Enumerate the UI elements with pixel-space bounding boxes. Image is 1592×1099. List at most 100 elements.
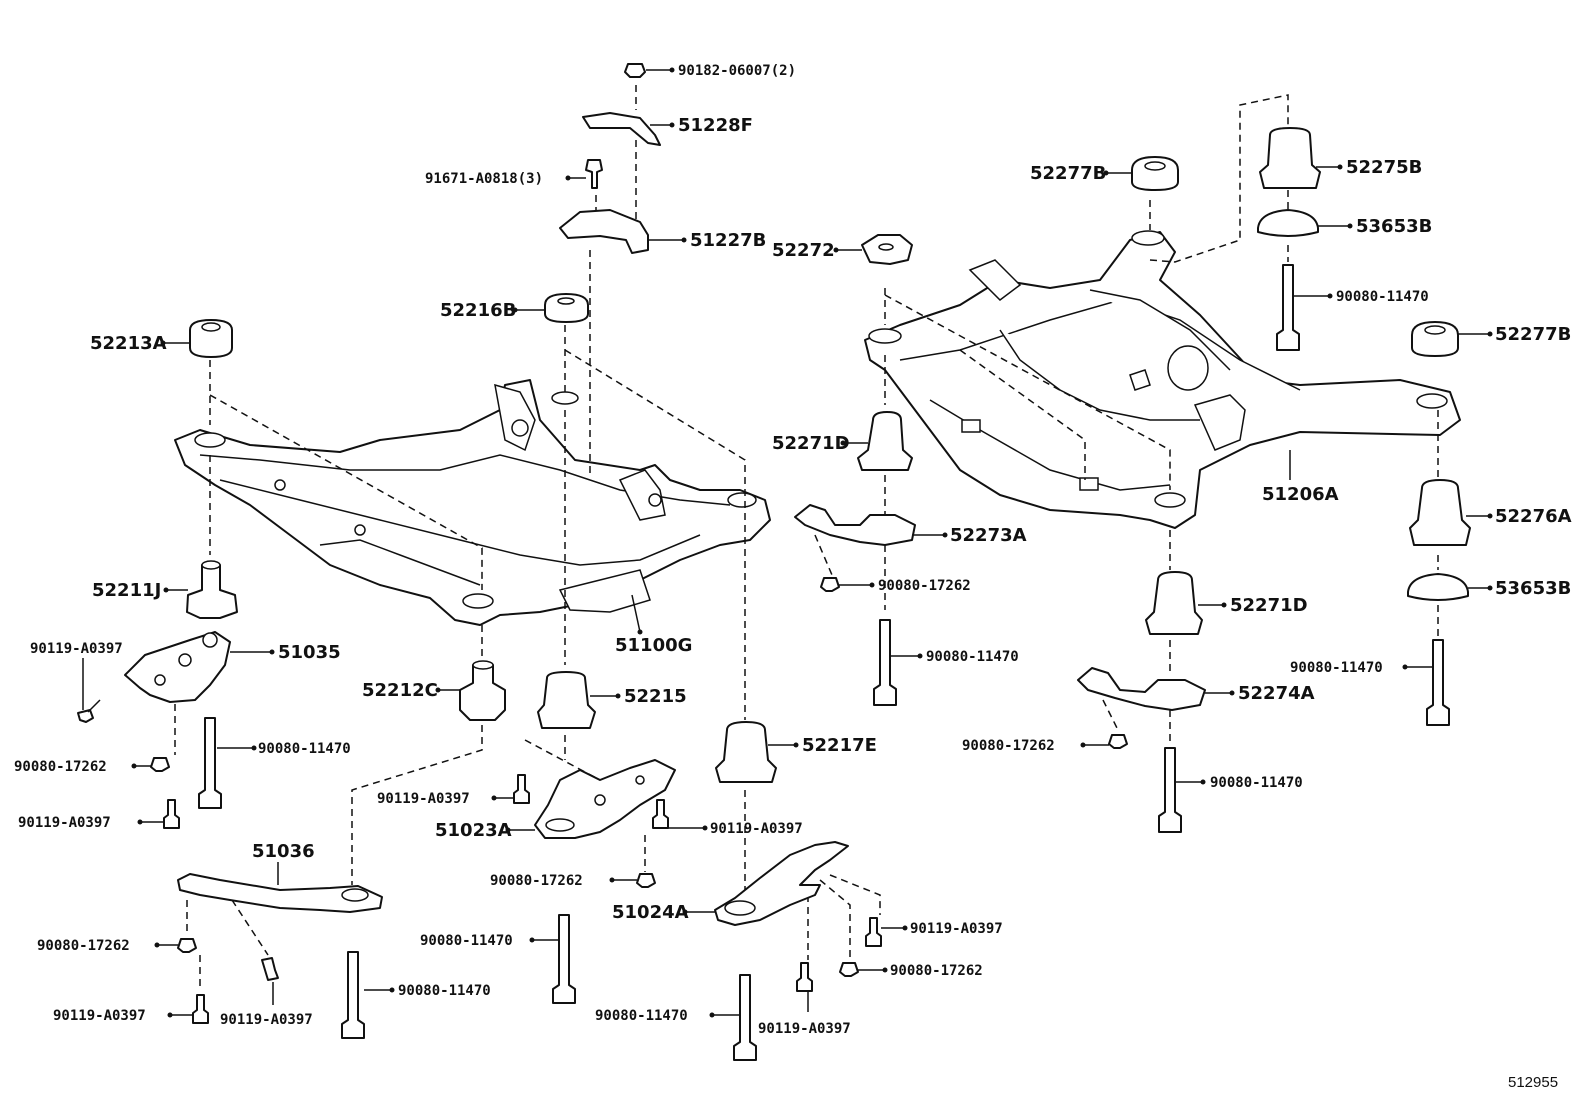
bracket-51227b xyxy=(559,209,649,254)
label-91671-a0818: 91671-A0818(3) xyxy=(425,171,543,187)
label-52272: 52272 xyxy=(772,240,835,261)
bolt-90080-11470-g xyxy=(1426,639,1450,726)
label-52216b: 52216B xyxy=(440,300,516,321)
bolt-90119-c xyxy=(513,774,530,804)
label-90119-a0397-e: 90119-A0397 xyxy=(53,1008,146,1024)
label-51023a: 51023A xyxy=(435,820,512,841)
nut-90080-17262-e xyxy=(820,577,840,592)
label-90080-11470-a: 90080-11470 xyxy=(258,741,351,757)
bushing-52211j xyxy=(186,564,238,619)
bolt-90080-11470-c xyxy=(552,914,576,1004)
callouts: 90182-06007(2) 51228F 91671-A0818(3) 512… xyxy=(14,63,1572,1091)
nut-90080-17262-d xyxy=(839,962,859,977)
label-51024a: 51024A xyxy=(612,902,689,923)
label-52275b: 52275B xyxy=(1346,157,1422,178)
bracket-52273a xyxy=(794,504,916,546)
label-51100g: 51100G xyxy=(615,635,692,656)
nut-90182 xyxy=(624,63,646,78)
label-90080-11470-c: 90080-11470 xyxy=(420,933,513,949)
part-shapes xyxy=(77,63,1471,1061)
washer-53653b-a xyxy=(1257,209,1319,237)
label-90080-11470-f: 90080-11470 xyxy=(926,649,1019,665)
alignment-lines xyxy=(164,85,1439,990)
bracket-51035 xyxy=(124,631,231,703)
label-52271d-b: 52271D xyxy=(1230,595,1308,616)
label-51035: 51035 xyxy=(278,642,341,663)
label-90119-a0397-f: 90119-A0397 xyxy=(220,1012,313,1028)
cushion-52277b-a xyxy=(1131,156,1179,191)
label-53653b-b: 53653B xyxy=(1495,578,1571,599)
nut-90080-17262-c xyxy=(177,938,197,953)
bracket-51228f xyxy=(582,112,661,146)
label-52273a: 52273A xyxy=(950,525,1027,546)
label-90080-17262-f: 90080-17262 xyxy=(962,738,1055,754)
bolt-90119-b xyxy=(163,799,180,829)
bracket-51036 xyxy=(177,873,383,913)
label-90080-11470-h: 90080-11470 xyxy=(1210,775,1303,791)
label-90119-a0397-c: 90119-A0397 xyxy=(377,791,470,807)
label-53653b-a: 53653B xyxy=(1356,216,1432,237)
label-90080-17262-c: 90080-17262 xyxy=(37,938,130,954)
label-90119-a0397-b: 90119-A0397 xyxy=(18,815,111,831)
label-90080-11470-b: 90080-11470 xyxy=(398,983,491,999)
label-51036: 51036 xyxy=(252,841,315,862)
bolt-90080-11470-a xyxy=(198,717,222,809)
label-90080-17262-a: 90080-17262 xyxy=(14,759,107,775)
cushion-52277b-b xyxy=(1411,321,1459,357)
bolt-90119-a xyxy=(77,709,94,723)
label-52215: 52215 xyxy=(624,686,687,707)
bolt-90119-e xyxy=(192,994,209,1024)
label-90119-a0397-a: 90119-A0397 xyxy=(30,641,123,657)
label-90080-11470-e: 90080-11470 xyxy=(1336,289,1429,305)
cushion-52216b xyxy=(544,293,589,323)
bolt-90119-f xyxy=(261,957,279,981)
label-90119-a0397-h: 90119-A0397 xyxy=(758,1021,851,1037)
nut-90080-17262-f xyxy=(1108,734,1128,749)
bushing-52212c xyxy=(459,664,506,721)
bushing-52271d-b xyxy=(1145,571,1203,635)
bushing-52276a xyxy=(1409,479,1471,546)
bracket-52274a xyxy=(1077,667,1206,711)
label-90119-a0397-g: 90119-A0397 xyxy=(910,921,1003,937)
label-52274a: 52274A xyxy=(1238,683,1315,704)
front-subframe-51100g xyxy=(174,379,771,626)
label-52271d-a: 52271D xyxy=(772,433,850,454)
bushing-52275b xyxy=(1259,127,1321,189)
cushion-52213a xyxy=(189,319,233,358)
nut-90080-17262-b xyxy=(636,873,656,888)
label-90119-a0397-d: 90119-A0397 xyxy=(710,821,803,837)
bolt-90080-11470-f xyxy=(873,619,897,706)
label-52213a: 52213A xyxy=(90,333,167,354)
bolt-91671 xyxy=(585,159,603,189)
bolt-90080-11470-d xyxy=(733,974,757,1061)
label-52212c: 52212C xyxy=(362,680,438,701)
label-51206a: 51206A xyxy=(1262,484,1339,505)
label-90080-11470-d: 90080-11470 xyxy=(595,1008,688,1024)
bushing-52217e xyxy=(715,721,777,783)
label-52217e: 52217E xyxy=(802,735,877,756)
rear-subframe-51206a xyxy=(864,230,1461,529)
bolt-90119-g xyxy=(865,917,882,947)
bolt-90080-11470-e xyxy=(1276,264,1300,351)
bolt-90119-d xyxy=(652,799,669,829)
label-52211j: 52211J xyxy=(92,580,161,601)
washer-53653b-b xyxy=(1407,573,1469,601)
bolt-90119-h xyxy=(796,962,813,992)
bolt-90080-11470-h xyxy=(1158,747,1182,833)
label-90080-17262-b: 90080-17262 xyxy=(490,873,583,889)
diagram-id: 512955 xyxy=(1508,1074,1558,1091)
label-51227b: 51227B xyxy=(690,230,766,251)
label-90080-17262-e: 90080-17262 xyxy=(878,578,971,594)
label-52277b-a: 52277B xyxy=(1030,163,1106,184)
label-51228f: 51228F xyxy=(678,115,753,136)
nut-90080-17262-a xyxy=(150,757,170,772)
label-90182-06007: 90182-06007(2) xyxy=(678,63,796,79)
label-52277b-b: 52277B xyxy=(1495,324,1571,345)
bolt-90080-11470-b xyxy=(341,951,365,1039)
label-90080-11470-g: 90080-11470 xyxy=(1290,660,1383,676)
bushing-52215 xyxy=(537,671,596,729)
label-52276a: 52276A xyxy=(1495,506,1572,527)
label-90080-17262-d: 90080-17262 xyxy=(890,963,983,979)
bushing-52271d-a xyxy=(857,411,913,471)
